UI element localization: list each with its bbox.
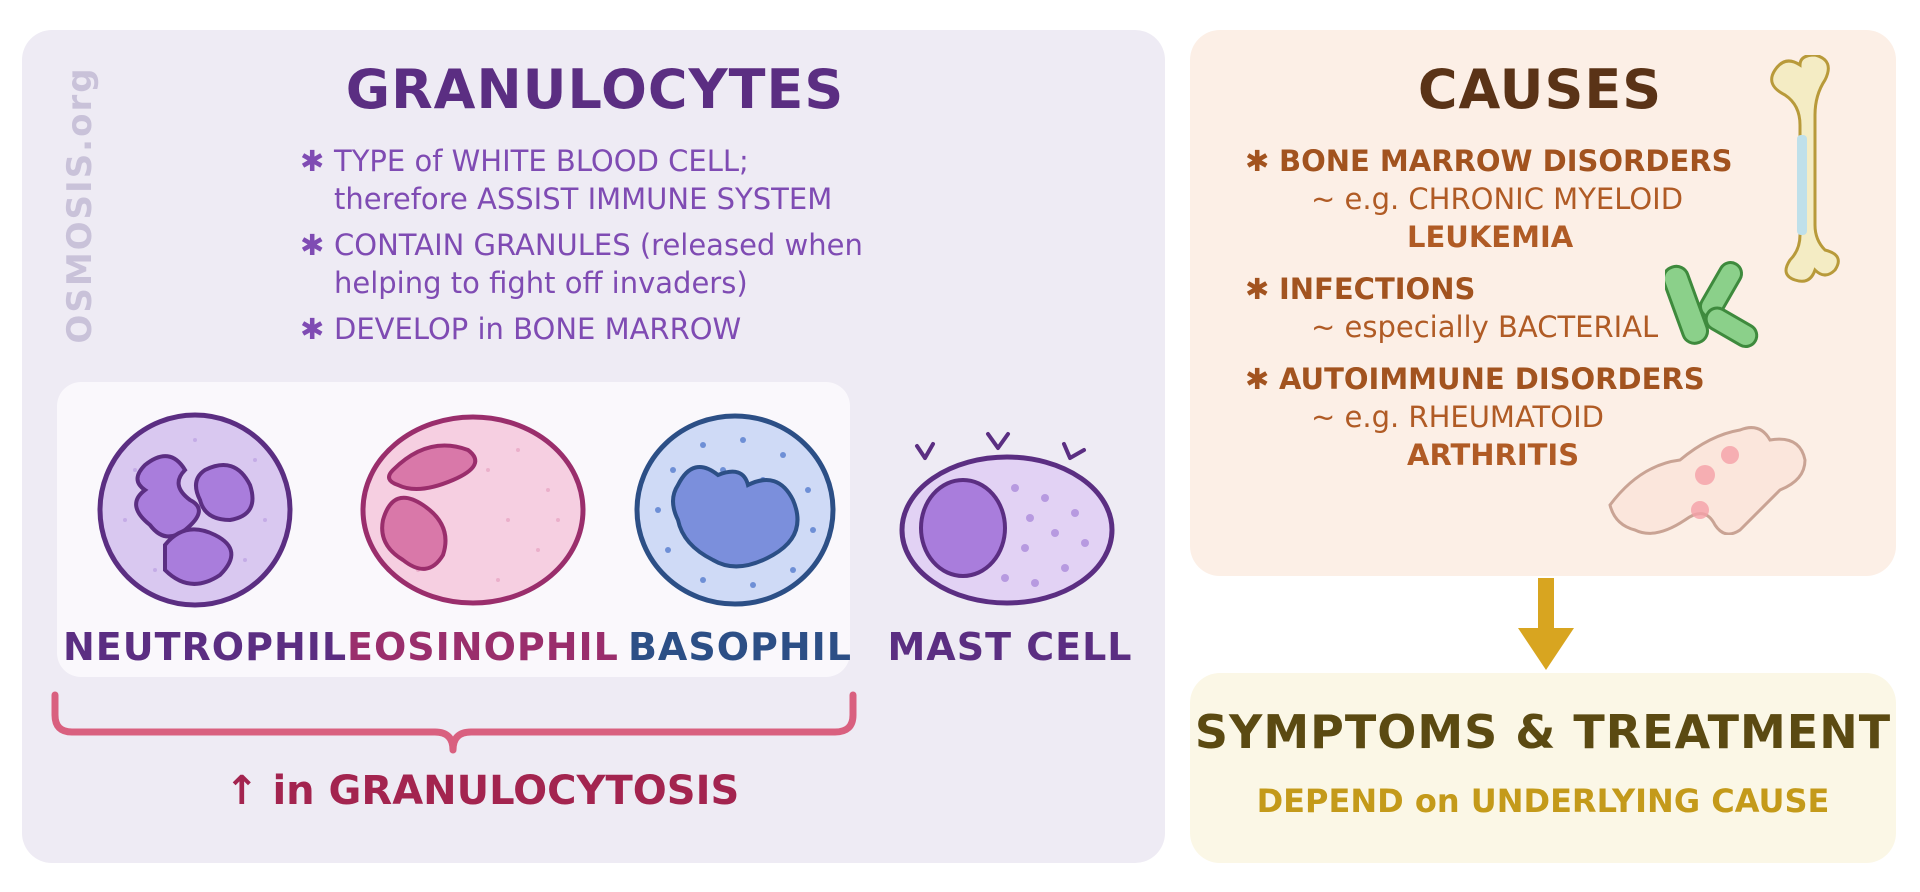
cause-main: BONE MARROW DISORDERS	[1279, 144, 1733, 178]
symptoms-treatment-title: SYMPTOMS & TREATMENT	[1194, 705, 1892, 759]
mast-cell-label: MAST CELL	[887, 625, 1133, 669]
causes-bullet-list: ✱ BONE MARROW DISORDERS ~ e.g. CHRONIC M…	[1245, 142, 1732, 488]
cause-main: INFECTIONS	[1279, 272, 1476, 306]
cause-item: ✱ INFECTIONS ~ especially BACTERIAL	[1245, 270, 1732, 346]
bullet-star-icon: ✱	[300, 312, 325, 346]
bone-icon	[1770, 55, 1840, 283]
basophil-icon	[634, 413, 836, 607]
neutrophil-icon	[97, 412, 293, 608]
eosinophil-icon	[360, 414, 586, 606]
bullet-star-icon: ✱	[1245, 144, 1270, 178]
cause-item: ✱ AUTOIMMUNE DISORDERS ~ e.g. RHEUMATOID…	[1245, 360, 1732, 474]
bullet-item: ✱ TYPE of WHITE BLOOD CELL; therefore AS…	[300, 142, 863, 218]
mast-cell-icon	[899, 432, 1115, 606]
bullet-item: ✱ CONTAIN GRANULES (released when helpin…	[300, 226, 863, 302]
cause-main: AUTOIMMUNE DISORDERS	[1279, 362, 1705, 396]
bullet-star-icon: ✱	[300, 228, 325, 262]
granulocytosis-label: ↑ in GRANULOCYTOSIS	[225, 768, 740, 814]
osmosis-watermark: OSMOSIS.org	[60, 65, 100, 345]
eosinophil-label: EOSINOPHIL	[347, 625, 619, 669]
bullet-line: CONTAIN GRANULES (released when	[334, 228, 863, 262]
granulocytes-bullet-list: ✱ TYPE of WHITE BLOOD CELL; therefore AS…	[300, 142, 863, 356]
bullet-star-icon: ✱	[1245, 272, 1270, 306]
bullet-line: TYPE of WHITE BLOOD CELL;	[334, 144, 749, 178]
causes-title: CAUSES	[1417, 58, 1663, 121]
down-arrow-icon	[1518, 578, 1574, 670]
watermark-text: OSMOSIS.org	[60, 66, 100, 344]
granulocyte-bracket	[51, 691, 857, 754]
cause-item: ✱ BONE MARROW DISORDERS ~ e.g. CHRONIC M…	[1245, 142, 1732, 256]
bullet-item: ✱ DEVELOP in BONE MARROW	[300, 310, 863, 348]
cause-sub: ~ especially BACTERIAL	[1311, 310, 1659, 344]
bullet-star-icon: ✱	[1245, 362, 1270, 396]
arthritic-hand-icon	[1608, 426, 1807, 535]
bacteria-icon	[1665, 261, 1759, 348]
bullet-line: helping to fight off invaders)	[334, 266, 748, 300]
bullet-line: therefore ASSIST IMMUNE SYSTEM	[334, 182, 833, 216]
symptoms-panel	[1190, 673, 1896, 863]
cause-sub: LEUKEMIA	[1407, 220, 1574, 254]
basophil-label: BASOPHIL	[627, 625, 853, 669]
cause-sub: ARTHRITIS	[1407, 438, 1580, 472]
symptoms-treatment-subtitle: DEPEND on UNDERLYING CAUSE	[1256, 782, 1830, 820]
cause-sub: ~ e.g. RHEUMATOID	[1311, 400, 1604, 434]
bullet-star-icon: ✱	[300, 144, 325, 178]
cause-sub: ~ e.g. CHRONIC MYELOID	[1311, 182, 1684, 216]
neutrophil-label: NEUTROPHIL	[63, 625, 348, 669]
bullet-line: DEVELOP in BONE MARROW	[334, 312, 742, 346]
granulocytes-title: GRANULOCYTES	[345, 58, 845, 121]
